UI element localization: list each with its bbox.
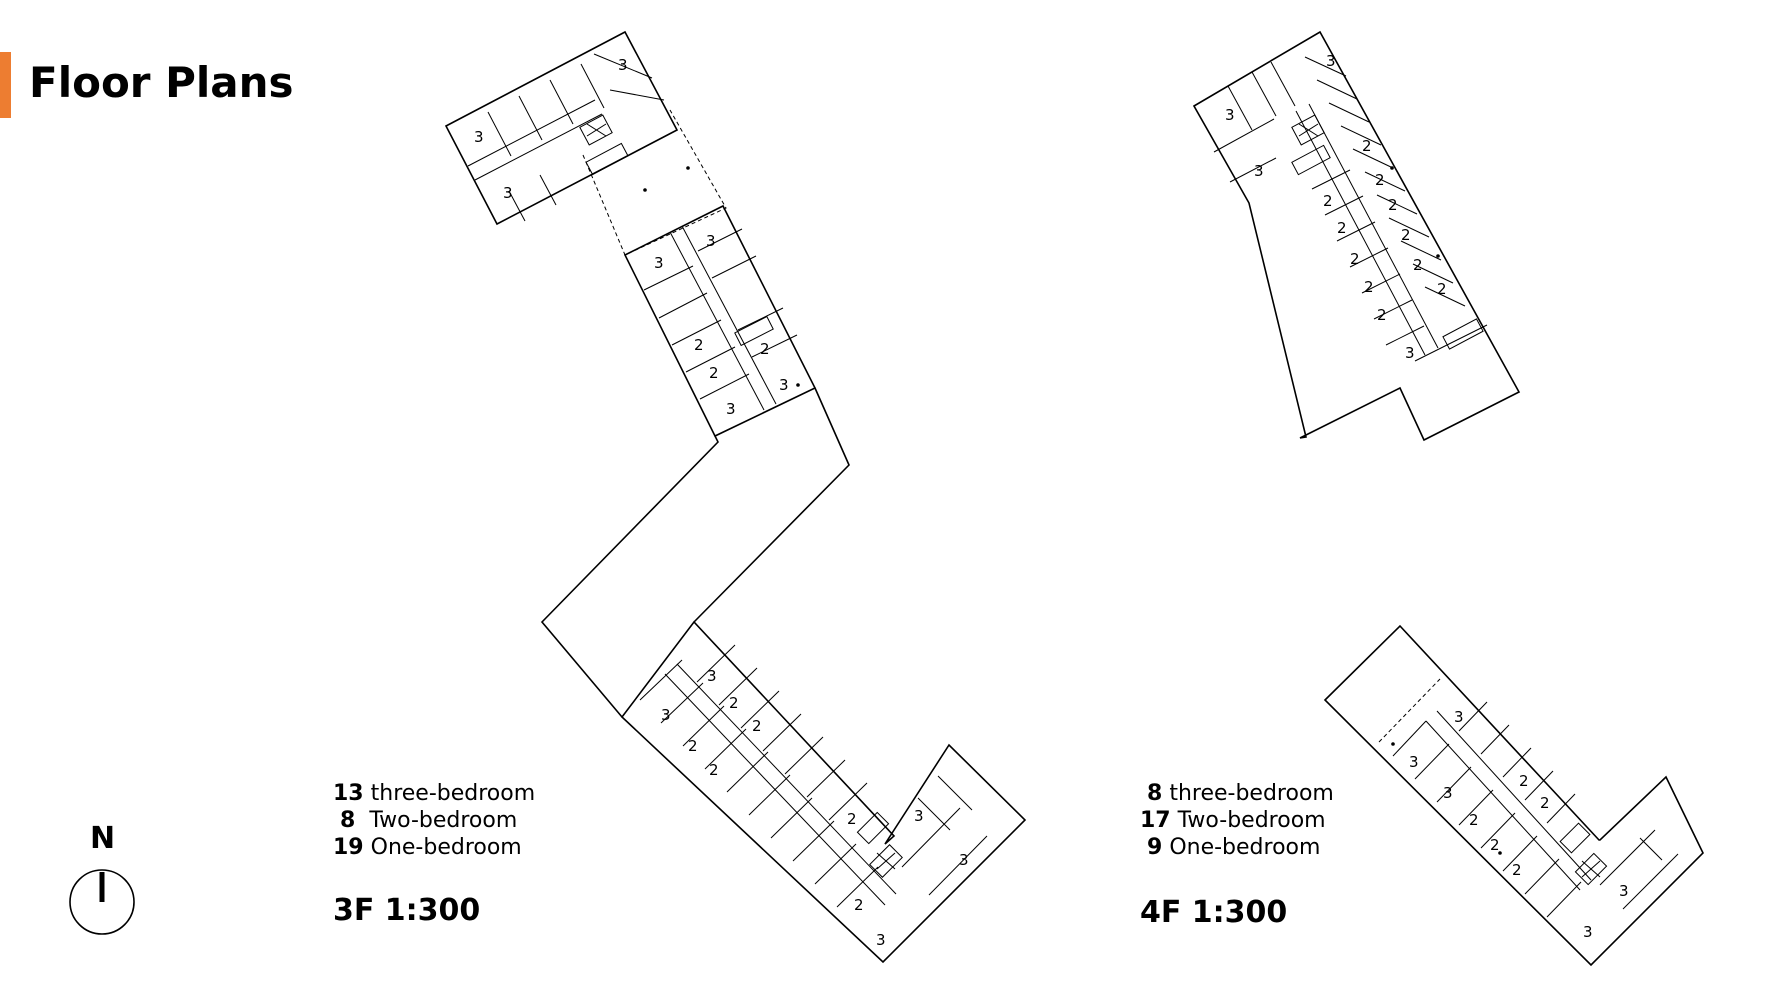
unit-label: 2: [1540, 794, 1550, 812]
unit-label: 2: [729, 694, 739, 712]
compass-icon: [69, 869, 135, 935]
unit-label: 3: [1254, 162, 1264, 180]
unit-label: 3: [707, 667, 717, 685]
unit-label: 2: [752, 717, 762, 735]
unit-label: 2: [709, 364, 719, 382]
3f-central-wing: [623, 204, 817, 438]
legend-4f: 8 three-bedroom 17 Two-bedroom 9 One-bed…: [1140, 780, 1334, 861]
unit-label: 3: [706, 232, 716, 250]
unit-type: One-bedroom: [370, 835, 522, 860]
unit-label: 2: [1413, 256, 1423, 274]
unit-label: 2: [1364, 278, 1374, 296]
unit-label: 3: [1326, 52, 1336, 70]
unit-label: 3: [1225, 106, 1235, 124]
unit-count: 17: [1140, 808, 1171, 833]
unit-label: 3: [1405, 344, 1415, 362]
legend-row: 13 three-bedroom: [333, 780, 535, 807]
unit-type: three-bedroom: [1169, 781, 1334, 806]
unit-count: 9: [1147, 835, 1163, 860]
unit-label: 2: [854, 896, 864, 914]
north-arrow: N: [62, 822, 142, 942]
legend-row: 19 One-bedroom: [333, 834, 535, 861]
unit-label: 3: [959, 851, 969, 869]
unit-label: 3: [618, 56, 628, 74]
legend-3f: 13 three-bedroom 8 Two-bedroom 19 One-be…: [333, 780, 535, 861]
3f-courtyard: [582, 109, 727, 256]
unit-label: 2: [1350, 250, 1360, 268]
unit-label: 2: [1377, 306, 1387, 324]
4f-unit-labels: 3 3 3 2 2 2 2 2 2 2 2 2 2 2 3 3 3 3 2 2 …: [1225, 52, 1629, 941]
unit-label: 2: [1323, 192, 1333, 210]
3f-unit-labels: 3 3 3 3 3 2 2 2 3 3 3 2 2 3 2 2 2 3 3 2 …: [474, 56, 969, 949]
legend-row: 8 three-bedroom: [1140, 780, 1334, 807]
unit-label: 2: [1469, 811, 1479, 829]
unit-label: 2: [709, 761, 719, 779]
unit-label: 2: [1388, 196, 1398, 214]
unit-label: 2: [688, 737, 698, 755]
unit-count: 13: [333, 781, 364, 806]
unit-label: 3: [914, 807, 924, 825]
unit-label: 2: [1512, 861, 1522, 879]
legend-row: 8 Two-bedroom: [333, 807, 535, 834]
unit-label: 2: [1401, 226, 1411, 244]
unit-type: Two-bedroom: [369, 808, 518, 833]
unit-label: 3: [1409, 753, 1419, 771]
unit-label: 2: [1362, 137, 1372, 155]
unit-label: 2: [1490, 836, 1500, 854]
unit-label: 3: [1454, 708, 1464, 726]
north-label: N: [90, 821, 116, 856]
4f-south-block: [1323, 624, 1704, 967]
unit-label: 3: [474, 128, 484, 146]
unit-label: 3: [876, 931, 886, 949]
unit-label: 3: [726, 400, 736, 418]
4f-north-block: [1192, 30, 1521, 442]
3f-diagonal-link: [540, 387, 850, 718]
scale-label-3f: 3F 1:300: [333, 893, 481, 928]
unit-label: 2: [1519, 772, 1529, 790]
3f-southeast-wing: [620, 620, 1027, 964]
3f-northwest-wing: [444, 30, 679, 226]
plan-3f: 3 3 3 3 3 2 2 2 3 3 3 2 2 3 2 2 2 3 3 2 …: [444, 30, 1027, 964]
title-accent-bar: [0, 52, 11, 118]
unit-count: 19: [333, 835, 364, 860]
unit-label: 3: [1583, 923, 1593, 941]
legend-row: 17 Two-bedroom: [1140, 807, 1334, 834]
plan-4f: 3 3 3 2 2 2 2 2 2 2 2 2 2 2 3 3 3 3 2 2 …: [1192, 30, 1704, 967]
unit-label: 2: [1375, 171, 1385, 189]
unit-label: 3: [661, 706, 671, 724]
unit-label: 2: [1337, 219, 1347, 237]
unit-type: three-bedroom: [370, 781, 536, 806]
unit-type: One-bedroom: [1169, 835, 1321, 860]
unit-label: 3: [503, 184, 513, 202]
scale-label-4f: 4F 1:300: [1140, 895, 1288, 930]
unit-label: 2: [760, 340, 770, 358]
unit-label: 2: [694, 336, 704, 354]
page-title: Floor Plans: [29, 58, 294, 107]
unit-label: 2: [847, 810, 857, 828]
unit-label: 3: [779, 376, 789, 394]
unit-count: 8: [1147, 781, 1163, 806]
unit-type: Two-bedroom: [1177, 808, 1326, 833]
unit-label: 2: [1437, 280, 1447, 298]
unit-count: 8: [340, 808, 356, 833]
unit-label: 3: [654, 254, 664, 272]
unit-label: 3: [1443, 784, 1453, 802]
legend-row: 9 One-bedroom: [1140, 834, 1334, 861]
unit-label: 3: [1619, 882, 1629, 900]
